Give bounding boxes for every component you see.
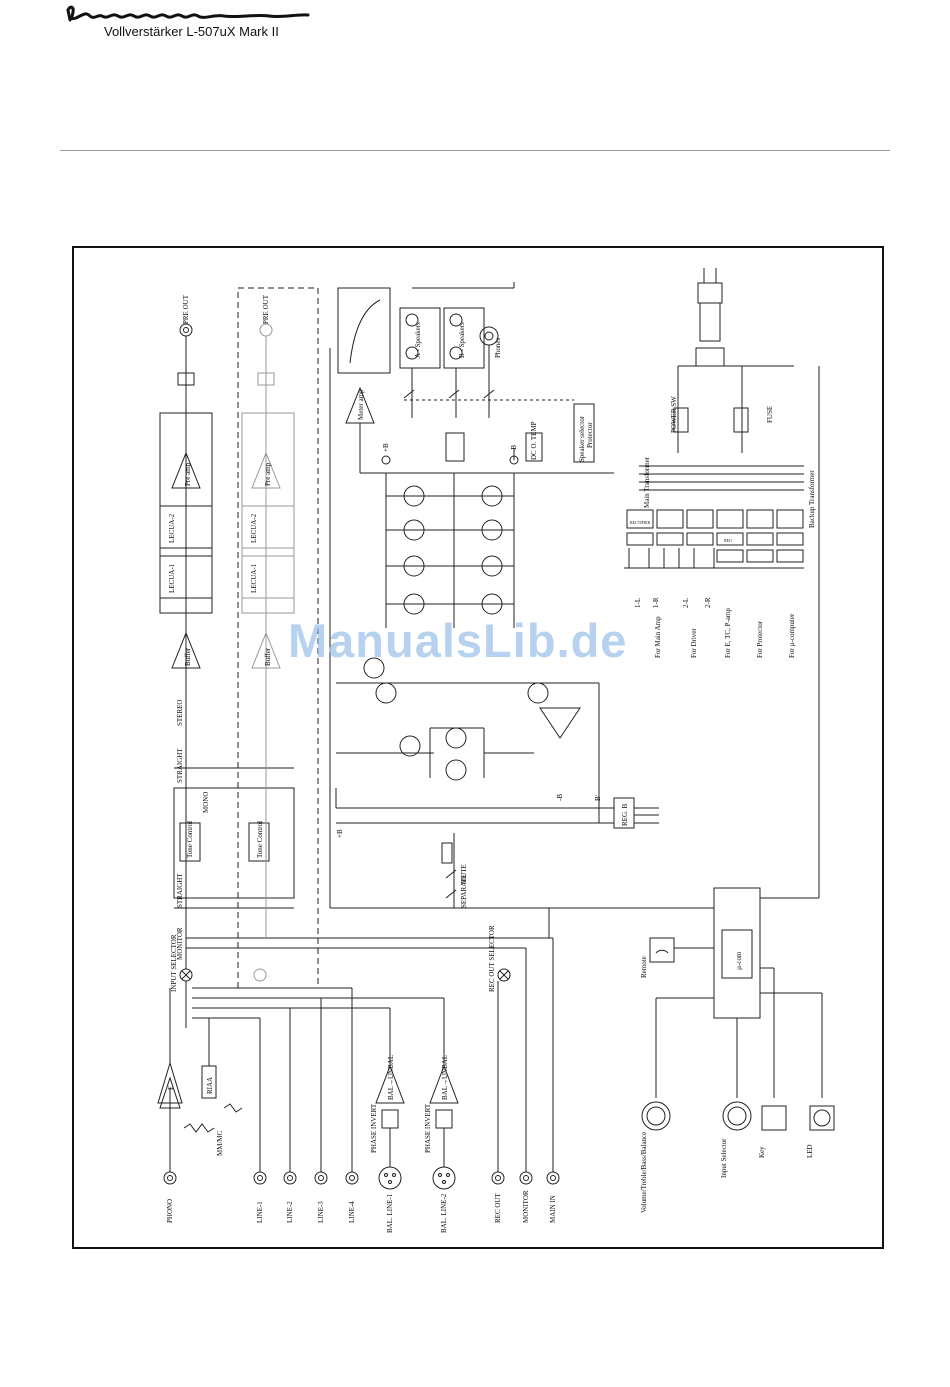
label-main-transformer: Main Transformer (643, 456, 651, 508)
label-line-3: LINE-3 (317, 1201, 325, 1223)
label-monitor: MONITOR (522, 1190, 530, 1223)
label-straight-top: STRAIGHT (176, 748, 184, 783)
label-main-in: MAIN IN (549, 1195, 557, 1223)
label-mute: MUTE (460, 864, 468, 884)
label-bal-unbal-2: BAL→UNBAL (441, 1055, 449, 1100)
label-bal-line-1: BAL. LINE-1 (386, 1193, 394, 1233)
label-key: Key (758, 1146, 766, 1158)
label-line-1: LINE-1 (256, 1201, 264, 1223)
label-eq: E (167, 1086, 175, 1090)
label-bal-line-2: BAL. LINE-2 (440, 1193, 448, 1233)
speaker-terminals (399, 282, 595, 463)
label-ch-1l: 1-L (634, 598, 642, 608)
label-stereo: STEREO (176, 700, 184, 726)
label-pre-out: PRE OUT (182, 294, 190, 324)
label-ch-1r: 1-R (652, 597, 660, 608)
label-plus-b-top: +B (382, 443, 390, 452)
label-mm-mc: MM/MC (216, 1130, 224, 1156)
label-riaa: RIAA (206, 1077, 214, 1094)
preamp-chain (159, 287, 319, 989)
label-b-speakers: B - Speakers (458, 322, 466, 358)
label-ch-2r: 2-R (704, 597, 712, 608)
label-dc-o-temp: DC O. TEMP (530, 421, 538, 460)
watermark: ManualsLib.de (288, 614, 628, 667)
label-phase-invert-1: PHASE INVERT (370, 1103, 378, 1153)
label-input-selector: Input Selector (720, 1138, 728, 1178)
label-pre-out-2: PRE OUT (262, 294, 270, 324)
label-pre-amp-b: Pre amp (264, 462, 272, 486)
microcomputer-block (330, 887, 835, 1131)
label-protector: Protector (586, 422, 594, 448)
input-selector-bus (179, 937, 553, 1028)
label-phono: PHONO (166, 1199, 174, 1223)
label-remote: Remote (640, 956, 648, 978)
label-lecua-2-b: LECUA-2 (250, 513, 258, 543)
label-separate: SEPARATE (460, 874, 468, 908)
label-speaker-selector: Speaker selector (578, 415, 586, 462)
header-divider (60, 150, 890, 151)
label-for-driver: For Driver (690, 628, 698, 658)
label-rectifier: RECTIFIER (630, 520, 651, 525)
block-diagram: PHONO LINE-1 LINE-2 LINE-3 LINE-4 BAL. L… (157, 268, 835, 1233)
label-reg: REG (724, 538, 732, 543)
block-diagram-frame: PHONO LINE-1 LINE-2 LINE-3 LINE-4 BAL. L… (72, 246, 884, 1249)
power-supply (624, 268, 820, 899)
luxman-logo (66, 5, 310, 22)
phono-eq (157, 988, 243, 1133)
label-lecua-1-b: LECUA-1 (250, 563, 258, 593)
label-led: LED (806, 1144, 814, 1158)
label-tone-control-b: Tone Control (256, 821, 264, 858)
label-phones: Phones (494, 338, 502, 359)
label-line-2: LINE-2 (286, 1201, 294, 1223)
label-straight-bottom: STRAIGHT (176, 873, 184, 908)
label-fuse: FUSE (766, 406, 774, 423)
label-volume-treble-bass-balance: Volume/Treble/Bass/Balance (640, 1132, 648, 1213)
label-bal-unbal-1: BAL→UNBAL (387, 1055, 395, 1100)
input-lines (169, 938, 554, 1172)
label-for-u-computer: For µ-computer (788, 613, 796, 658)
label-line-4: LINE-4 (348, 1201, 356, 1223)
label-mono: MONO (202, 792, 210, 813)
label-a-speakers: A - Speakers (414, 322, 422, 358)
label-for-main-amp: For Main Amp (654, 616, 662, 658)
label-ch-2l: 2-L (682, 598, 690, 608)
label-pre-amp: Pre amp (184, 462, 192, 486)
label-minus-b-bottom: -B (556, 794, 564, 801)
label-for-protector: For Protector (756, 620, 764, 658)
label-reg-b: REG. B (621, 804, 629, 827)
label-lecua-2: LECUA-2 (168, 513, 176, 543)
label-for-e-tc-preamp: For E, TC, P-amp (724, 608, 732, 658)
label-meter-amp: Meter amp (357, 389, 365, 420)
label-rec-out-selector-switch: REC OUT SELECTOR (488, 925, 496, 992)
label-u-com: µ-com (735, 951, 743, 970)
label-power-sw: POWER SW (670, 396, 678, 433)
label-lecua-1: LECUA-1 (168, 563, 176, 593)
label-monitor-switch: MONITOR (176, 927, 184, 960)
label-phase-invert-2: PHASE INVERT (424, 1103, 432, 1153)
label-input-selector-switch: INPUT SELECTOR (170, 934, 178, 992)
label-buffer-b: Buffer (264, 647, 272, 666)
page-subtitle: Vollverstärker L-507uX Mark II (104, 24, 279, 39)
label-minus-b-top: -B (510, 445, 518, 452)
label-buffer: Buffer (184, 647, 192, 666)
mute-switches (441, 833, 457, 908)
label-backup-transformer: Backup Transformer (808, 470, 816, 528)
label-b-prime: B' (594, 795, 602, 801)
label-rec-out: REC OUT (494, 1193, 502, 1223)
bal-unbal-converters (375, 998, 459, 1129)
input-jacks (163, 1166, 560, 1190)
label-tone-control: Tone Control (186, 821, 194, 858)
label-plus-b-bottom: +B (336, 829, 344, 838)
